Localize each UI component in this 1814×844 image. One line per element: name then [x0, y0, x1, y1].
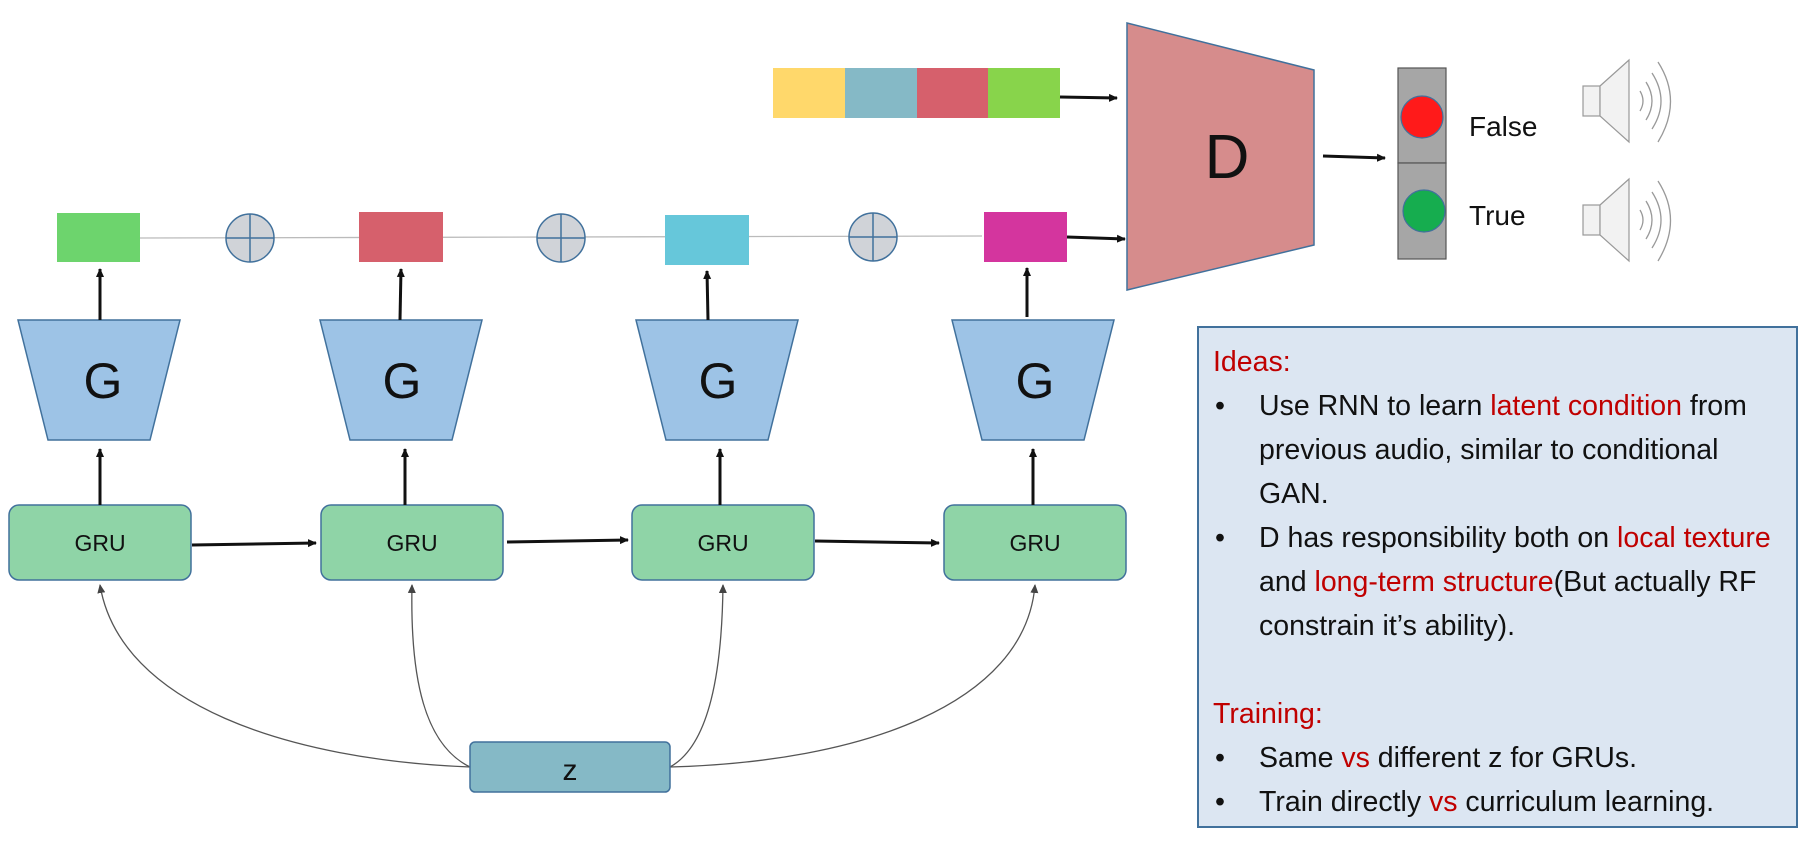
training-list: Same vs different z for GRUs. Train dire… [1213, 736, 1782, 824]
concat-circle-2 [536, 213, 586, 263]
gru1-to-gru2-arrow [191, 539, 317, 548]
generated-to-d-arrow [1066, 234, 1126, 243]
seq-block-green [988, 68, 1060, 118]
g-trapezoid [635, 319, 799, 441]
gru-label: GRU [1009, 530, 1060, 556]
notes-box: Ideas: Use RNN to learn latent condition… [1197, 326, 1798, 828]
output-block-red [359, 212, 443, 262]
gru-box [943, 504, 1127, 581]
seq-block-yellow [773, 68, 845, 118]
green-light [1402, 189, 1446, 233]
text: different z for GRUs. [1369, 742, 1638, 774]
d-to-output-arrow [1322, 153, 1386, 162]
gru-column-3: GRU G [631, 215, 815, 581]
text: from previous audio, similar to [1259, 390, 1747, 466]
text: . [1320, 478, 1329, 510]
z-to-gru-3 [669, 584, 727, 768]
text: (But actually RF constrain it’s ability)… [1259, 566, 1757, 642]
text: Same [1259, 742, 1342, 774]
text: D has responsibility both on [1259, 522, 1618, 554]
z-to-gru-4 [669, 584, 1039, 768]
highlight-text: latent condition [1490, 390, 1682, 422]
speaker-icon [1582, 58, 1672, 144]
real-sequence [773, 68, 1060, 118]
training-heading: Training: [1213, 698, 1323, 730]
seq-block-teal [845, 68, 917, 118]
red-light [1400, 95, 1444, 139]
text: and [1259, 566, 1315, 598]
training-bullet-2: Train directly vs curriculum learning. [1213, 780, 1782, 824]
traffic-light [1397, 67, 1447, 260]
g-to-output-arrow [396, 268, 405, 321]
z-box [469, 741, 671, 793]
concat-circle-1 [225, 213, 275, 263]
z-to-gru-2 [407, 584, 471, 768]
gru-label: GRU [697, 530, 748, 556]
d-label: D [1205, 123, 1250, 192]
text: conditional GAN [1259, 434, 1719, 510]
g-trapezoid [17, 319, 181, 441]
ideas-heading: Ideas: [1213, 346, 1291, 378]
training-bullet-1: Same vs different z for GRUs. [1213, 736, 1782, 780]
output-block-cyan [665, 215, 749, 265]
discriminator-trapezoid [1126, 22, 1315, 291]
true-label: True [1469, 200, 1526, 231]
gru-column-2: GRU G [319, 212, 504, 581]
ideas-bullet-2: D has responsibility both on local textu… [1213, 516, 1782, 648]
gru-box [631, 504, 815, 581]
seq-block-red [917, 68, 988, 118]
speaker-icon [1582, 177, 1672, 263]
g-trapezoid [951, 319, 1115, 441]
highlight-text: long-term structure [1314, 566, 1554, 598]
ideas-list: Use RNN to learn latent condition from p… [1213, 384, 1782, 648]
g-label: G [84, 353, 123, 409]
gru2-to-gru3-arrow [506, 536, 629, 545]
gru3-to-gru4-arrow [814, 538, 940, 547]
g-label: G [383, 353, 422, 409]
gru-label: GRU [386, 530, 437, 556]
highlight-text: vs [1341, 742, 1370, 774]
ideas-bullet-1: Use RNN to learn latent condition from p… [1213, 384, 1782, 516]
spacer [1213, 648, 1782, 692]
g-trapezoid [319, 319, 483, 441]
gru-box [320, 504, 504, 581]
z-label: z [563, 754, 578, 787]
g-label: G [699, 353, 738, 409]
gru-label: GRU [74, 530, 125, 556]
text: Use RNN to learn [1259, 390, 1491, 422]
gru-column-4: GRU G [943, 212, 1127, 581]
real-to-d-arrow [1059, 93, 1118, 102]
concat-circle-3 [848, 212, 898, 262]
highlight-text: vs [1428, 786, 1458, 818]
g-label: G [1016, 353, 1055, 409]
text: curriculum learning. [1457, 786, 1715, 818]
z-connections [97, 584, 1039, 768]
text: Train directly [1259, 786, 1429, 818]
output-block-green [57, 213, 140, 262]
highlight-text: local texture [1617, 522, 1771, 554]
g-to-output-arrow [703, 270, 712, 321]
false-label: False [1469, 111, 1537, 142]
z-to-gru-1 [97, 584, 471, 768]
gru-column-1: GRU G [8, 213, 192, 581]
output-block-magenta [984, 212, 1067, 262]
